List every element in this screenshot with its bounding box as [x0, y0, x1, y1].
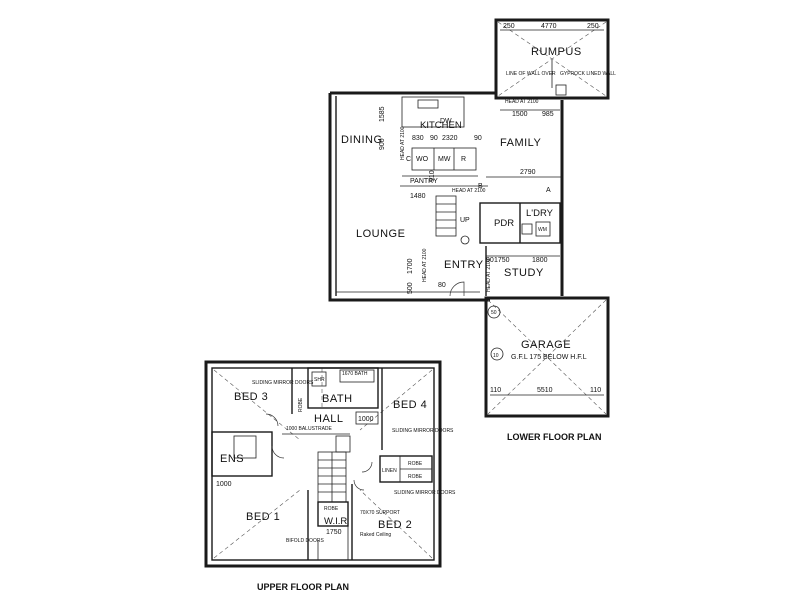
fixture-c: C — [406, 156, 411, 163]
room-label-kitchen: KITCHEN — [420, 120, 462, 131]
dim-830: 830 — [412, 135, 424, 142]
room-label-bath: BATH — [322, 393, 353, 405]
label-shr: SHR — [314, 377, 325, 383]
note-sliding-bed4: SLIDING MIRROR DOORS — [392, 428, 454, 434]
note-bifold: BIFOLD DOORS — [286, 538, 324, 544]
upper-floor-plan: BED 3 SLIDING MIRROR DOORS ROBE 1670 BAT… — [204, 360, 456, 592]
room-label-pdr: PDR — [494, 218, 514, 229]
dim-80: 80 — [438, 282, 446, 289]
dim-1750-upper: 1750 — [326, 529, 342, 536]
garage: 10 50 GARAGE G.F.L 175 BELOW H.F.L 110 5… — [484, 296, 610, 418]
fixture-b: B — [478, 183, 483, 190]
room-label-bed1: BED 1 — [246, 511, 280, 523]
room-label-hall: HALL — [314, 413, 344, 425]
fixture-wm: WM — [538, 227, 547, 233]
dim-2790: 2790 — [520, 169, 536, 176]
room-label-entry: ENTRY — [444, 259, 484, 271]
note-raked: Raked Ceiling — [360, 532, 391, 538]
dim-1800: 1800 — [532, 257, 548, 264]
room-label-bed4: BED 4 — [393, 399, 427, 411]
room-label-bed3: BED 3 — [234, 391, 268, 403]
label-linen: LINEN — [382, 468, 397, 474]
family-dims: HEAD AT 2100 1500 985 2790 — [486, 99, 562, 178]
dim-50: 50 — [491, 310, 497, 316]
fixture-mw: MW — [438, 156, 451, 163]
entry-study: ENTRY STUDY 1750 90 1800 1700 500 HEAD A… — [407, 246, 560, 297]
note-support: 70X70 SUPPORT — [360, 510, 400, 516]
pdr-laundry: PDR L'DRY WM — [479, 202, 561, 244]
dim-1700: 1700 — [407, 258, 414, 274]
room-label-dining: DINING — [341, 134, 383, 146]
dim-110-a: 110 — [490, 387, 501, 394]
room-label-lounge: LOUNGE — [356, 228, 405, 240]
room-label-ens: ENS — [220, 453, 244, 465]
kitchen-area: KITCHEN 830 90 2320 90 1585 900 HEAD AT … — [379, 96, 482, 177]
room-label-study: STUDY — [504, 267, 544, 279]
dim-1750: 1750 — [494, 257, 510, 264]
note-head-study: HEAD AT 2100 — [486, 258, 492, 292]
room-label-ldry: L'DRY — [526, 208, 554, 219]
note-sliding-bed3: SLIDING MIRROR DOORS — [252, 380, 314, 386]
note-head-stair: HEAD AT 2100 — [452, 188, 486, 194]
dim-1480: 1480 — [410, 193, 426, 200]
stair-up-label: UP — [460, 217, 470, 224]
note-garage-level: G.F.L 175 BELOW H.F.L — [511, 354, 587, 361]
dim-90-c: 90 — [486, 257, 494, 264]
dim-1000-ens: 1000 — [216, 481, 232, 488]
lower-main-walls — [328, 91, 564, 302]
fixture-a: A — [546, 187, 551, 194]
room-label-pantry: PANTRY — [410, 178, 438, 185]
dim-90-b: 90 — [474, 135, 482, 142]
upper-floor-plan-title: UPPER FLOOR PLAN — [257, 582, 349, 592]
label-robe-wir: ROBE — [324, 506, 339, 512]
dim-250-a: 250 — [503, 23, 515, 30]
dim-250-b: 250 — [587, 23, 599, 30]
lower-floor-plan: 250 4770 250 RUMPUS LINE OF WALL OVER GY… — [328, 18, 616, 442]
dim-500: 500 — [407, 282, 414, 294]
room-label-rumpus: RUMPUS — [531, 46, 582, 58]
fixture-dw: DW — [440, 118, 452, 125]
note-head-entry: HEAD AT 2100 — [422, 248, 428, 282]
note-bath-size: 1670 BATH — [342, 371, 368, 377]
note-sliding-bed2: SLIDING MIRROR DOORS — [394, 490, 456, 496]
note-line-of-wall: LINE OF WALL OVER — [506, 71, 556, 77]
lower-floor-plan-title: LOWER FLOOR PLAN — [507, 432, 602, 442]
dim-1500: 1500 — [512, 111, 528, 118]
label-robe-bed2: ROBE — [408, 474, 423, 480]
pantry-stairs: PANTRY 910 1480 HEAD AT 2100 UP A B — [400, 170, 551, 245]
dim-4770: 4770 — [541, 23, 557, 30]
label-robe-bed3: ROBE — [298, 397, 304, 412]
room-label-family: FAMILY — [500, 137, 541, 149]
fixture-wo: WO — [416, 156, 429, 163]
room-label-wir: W.I.R — [324, 516, 347, 527]
dim-910: 910 — [429, 170, 436, 182]
dim-2320: 2320 — [442, 135, 458, 142]
room-label-garage: GARAGE — [521, 339, 571, 351]
note-head-family: HEAD AT 2100 — [505, 99, 539, 105]
dim-1000-hall: 1000 — [358, 416, 374, 423]
dim-900: 900 — [379, 138, 386, 150]
dim-1585: 1585 — [379, 106, 386, 122]
note-head-kitchen: HEAD AT 2100 — [400, 126, 406, 160]
note-balustrade: 1000 BALUSTRADE — [286, 426, 333, 432]
dim-110-b: 110 — [590, 387, 601, 394]
dim-985: 985 — [542, 111, 554, 118]
fixture-r: R — [461, 156, 466, 163]
note-gyprock: GYPROCK LINED WALL — [560, 71, 616, 77]
room-label-bed2: BED 2 — [378, 519, 412, 531]
rumpus-room: 250 4770 250 RUMPUS LINE OF WALL OVER GY… — [494, 18, 616, 100]
dim-5510: 5510 — [537, 387, 553, 394]
label-robe-bed4: ROBE — [408, 461, 423, 467]
dim-90-a: 90 — [430, 135, 438, 142]
dim-10: 10 — [493, 353, 499, 359]
